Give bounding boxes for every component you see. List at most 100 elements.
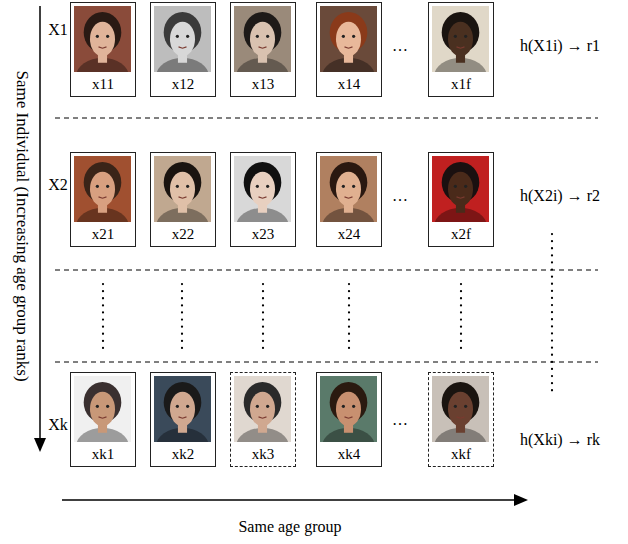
face (170, 22, 195, 56)
face-photo (74, 156, 131, 222)
photo-caption: x23 (231, 225, 295, 243)
dashed-separator (55, 362, 598, 363)
eye (176, 35, 179, 38)
mouth (179, 197, 187, 198)
photo-frame: xk2 (150, 372, 216, 467)
face (250, 392, 275, 426)
face-photo (320, 156, 377, 222)
face-photo (320, 376, 377, 442)
dots (181, 284, 183, 348)
axis-line (62, 499, 516, 501)
text-label: X1 (47, 20, 69, 40)
face (90, 22, 115, 56)
mouth (259, 417, 267, 418)
arrow-head (514, 494, 528, 506)
photo-caption: xk3 (231, 445, 295, 463)
photo-background (154, 376, 211, 442)
eye (266, 405, 269, 408)
photo-frame: x12 (150, 2, 216, 97)
eye (454, 405, 457, 408)
photo-frame: x21 (70, 152, 136, 247)
face-photo (74, 6, 131, 72)
photo-background (154, 156, 211, 222)
eye (342, 405, 345, 408)
eye (256, 35, 259, 38)
face-photo (234, 376, 291, 442)
mouth (99, 47, 107, 48)
photo-background (320, 376, 377, 442)
photo-caption: x21 (71, 225, 135, 243)
photo-background (320, 156, 377, 222)
photo-frame: x2f (428, 152, 494, 247)
eye (186, 35, 189, 38)
mouth (259, 47, 267, 48)
dots (460, 284, 462, 348)
eye (96, 185, 99, 188)
face (336, 172, 361, 206)
eye (342, 185, 345, 188)
photo-frame: x23 (230, 152, 296, 247)
eye (106, 185, 109, 188)
photo-frame: xk4 (316, 372, 382, 467)
photo-frame: x14 (316, 2, 382, 97)
eye (464, 185, 467, 188)
eye (266, 35, 269, 38)
text-label: Xk (47, 415, 69, 435)
photo-background (234, 376, 291, 442)
photo-background (74, 6, 131, 72)
eye (342, 35, 345, 38)
eye (256, 405, 259, 408)
eye (454, 35, 457, 38)
dots (348, 284, 350, 348)
photo-frame: xkf (428, 372, 494, 467)
face-photo (432, 156, 489, 222)
photo-background (74, 156, 131, 222)
mouth (99, 197, 107, 198)
photo-frame: x1f (428, 2, 494, 97)
photo-caption: x2f (429, 225, 493, 243)
dashed-separator (55, 118, 598, 119)
text-label: Same age group (237, 517, 342, 537)
eye (454, 185, 457, 188)
dots (551, 234, 553, 392)
mouth (179, 417, 187, 418)
photo-frame: x22 (150, 152, 216, 247)
axis-label: Same Individual (Increasing age group ra… (12, 69, 32, 382)
eye (352, 405, 355, 408)
photo-background (234, 156, 291, 222)
photo-background (432, 6, 489, 72)
mouth (345, 417, 353, 418)
photo-background (74, 376, 131, 442)
face-photo (234, 156, 291, 222)
face (170, 172, 195, 206)
face (250, 172, 275, 206)
face (90, 172, 115, 206)
mouth (457, 47, 465, 48)
photo-caption: xk4 (317, 445, 381, 463)
photo-frame: x13 (230, 2, 296, 97)
photo-caption: x13 (231, 75, 295, 93)
text-label: h(Xki) → rk (519, 430, 601, 450)
mouth (179, 47, 187, 48)
face-photo (154, 6, 211, 72)
eye (464, 35, 467, 38)
dashed-separator (55, 270, 598, 271)
eye (176, 185, 179, 188)
text-label: … (391, 186, 409, 206)
eye (352, 35, 355, 38)
face (250, 22, 275, 56)
eye (266, 185, 269, 188)
photo-caption: x14 (317, 75, 381, 93)
dots (102, 284, 104, 348)
photo-caption: x12 (151, 75, 215, 93)
horizontal-axis-arrow (62, 494, 528, 506)
photo-caption: xkf (429, 445, 493, 463)
photo-background (234, 6, 291, 72)
photo-frame: x24 (316, 152, 382, 247)
face (448, 392, 473, 426)
photo-frame: xk1 (70, 372, 136, 467)
face (170, 392, 195, 426)
photo-caption: xk2 (151, 445, 215, 463)
text-label: … (391, 410, 409, 430)
